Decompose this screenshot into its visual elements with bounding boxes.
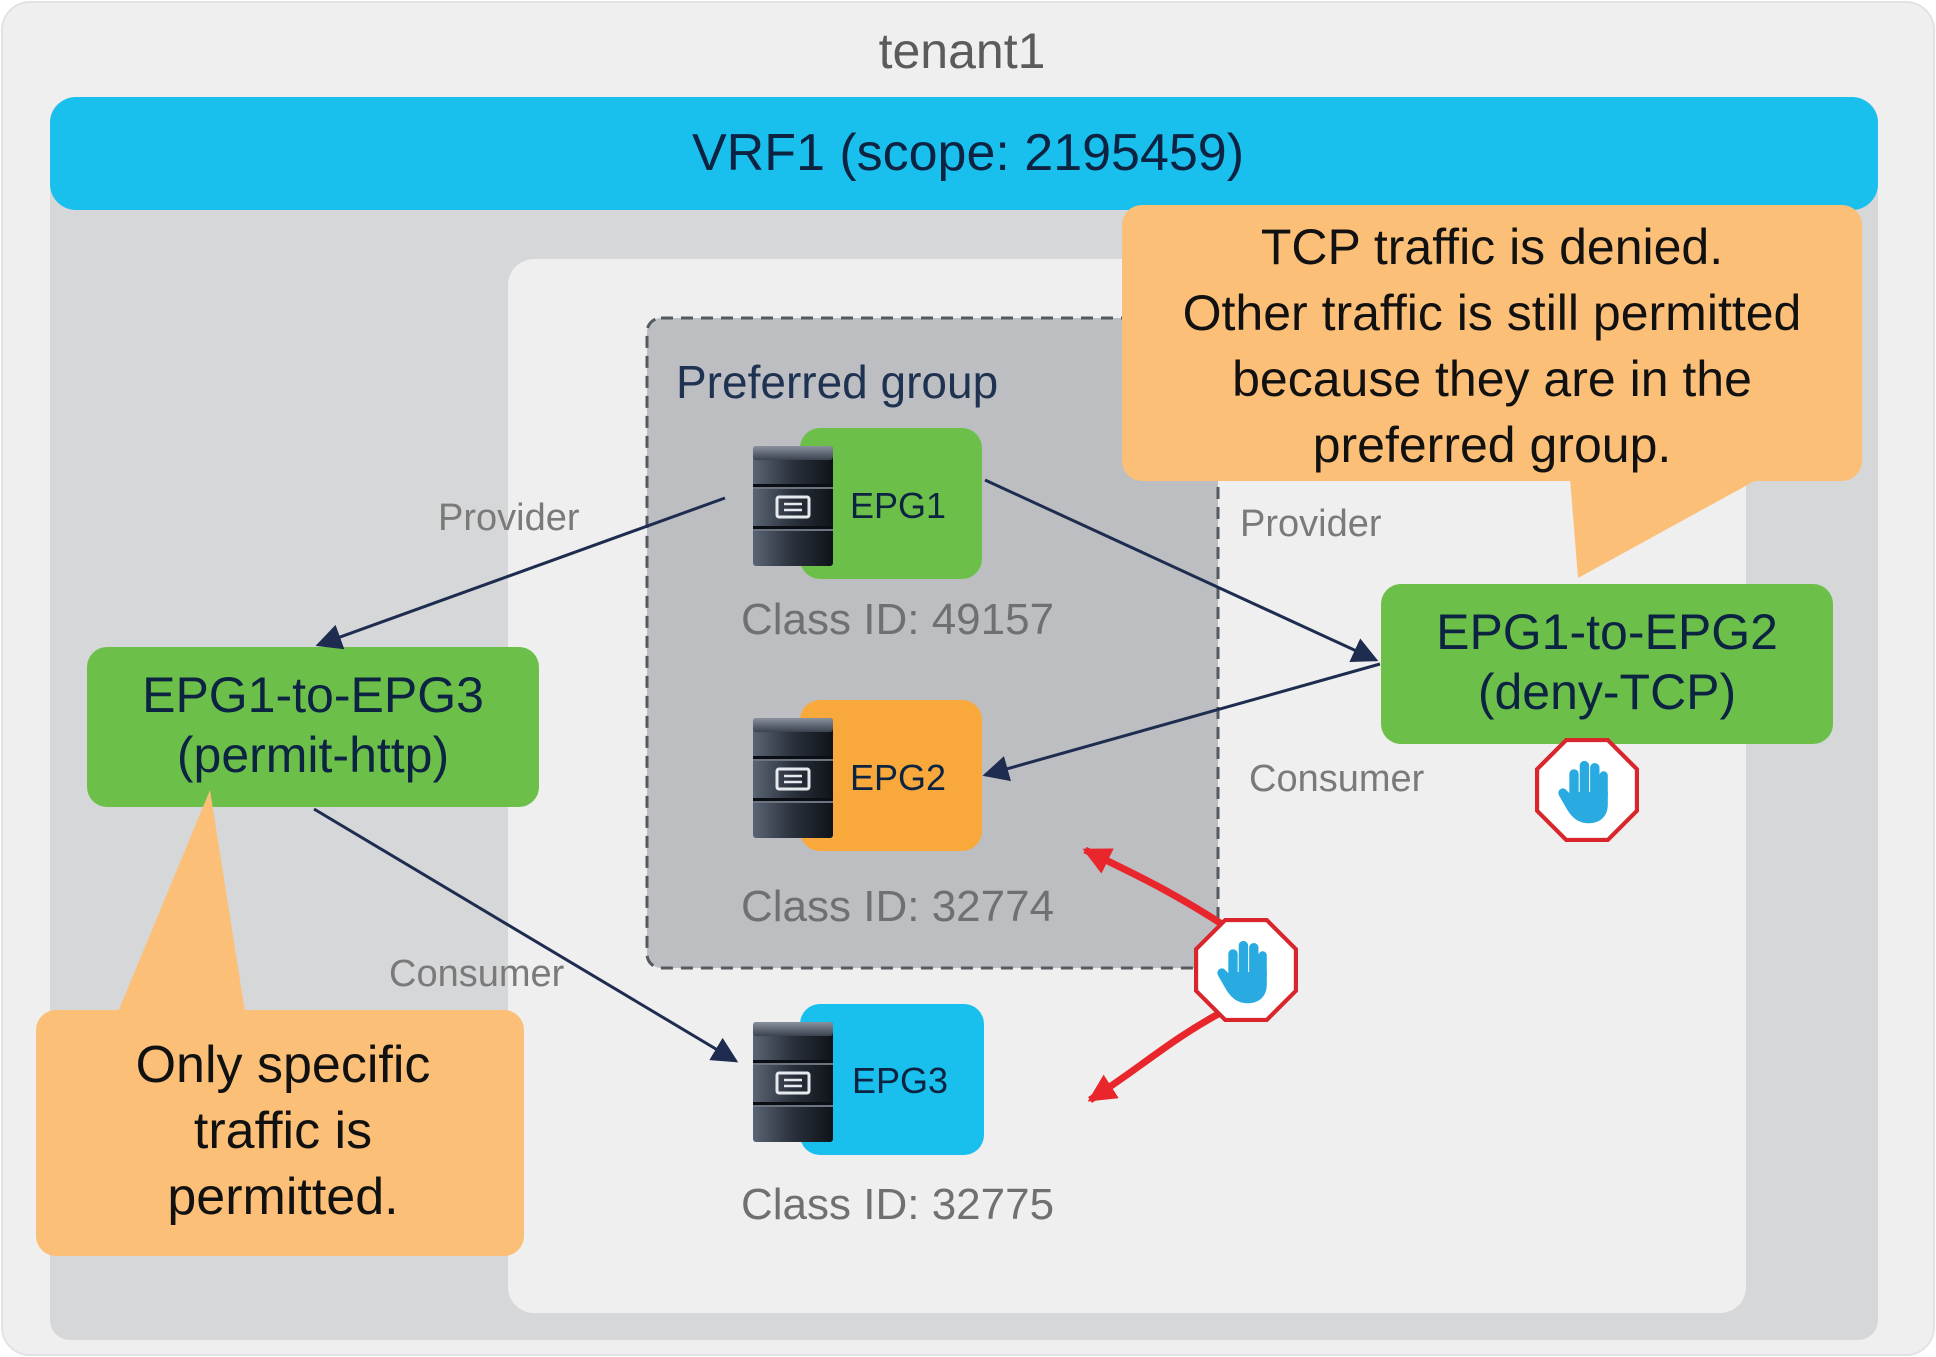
epg2-name: EPG2: [850, 757, 946, 798]
stop-hand-icon: [1196, 920, 1296, 1020]
deny-arrow-to-epg2: [1082, 846, 1230, 931]
vrf-bar: [50, 97, 1878, 210]
contract-epg1-to-epg3-filter: (permit-http): [177, 727, 449, 783]
server-icon: [753, 1022, 833, 1142]
callout-tcp-line1: TCP traffic is denied.: [1261, 219, 1723, 275]
epg1-class-id: Class ID: 49157: [741, 595, 1054, 644]
callout-tcp-line2: Other traffic is still permitted: [1183, 285, 1802, 341]
epg3[interactable]: EPG3 Class ID: 32775: [741, 1004, 1054, 1229]
epg3-name: EPG3: [852, 1060, 948, 1101]
server-icon: [753, 446, 833, 566]
epg1[interactable]: EPG1 Class ID: 49157: [741, 428, 1054, 644]
relation-arrows: [313, 478, 1381, 1063]
provider-arrow-right: [984, 478, 1379, 663]
consumer-label-right: Consumer: [1249, 758, 1425, 800]
callout-specific-line1: Only specific: [136, 1036, 431, 1094]
contract-epg1-to-epg3[interactable]: EPG1-to-EPG3 (permit-http): [87, 647, 539, 807]
consumer-arrow-right: [982, 662, 1381, 782]
callout-tcp-line3: because they are in the: [1232, 351, 1752, 407]
callout-specific-line2: traffic is: [194, 1102, 372, 1160]
contract-epg1-to-epg2-filter: (deny-TCP): [1478, 664, 1736, 720]
epg1-name: EPG1: [850, 485, 946, 526]
epg2[interactable]: EPG2 Class ID: 32774: [741, 700, 1054, 931]
tenant-title: tenant1: [879, 23, 1046, 79]
deny-arrow-to-epg3: [1087, 1008, 1224, 1103]
provider-label-left: Provider: [438, 497, 580, 539]
vrf-title: VRF1 (scope: 2195459): [692, 124, 1244, 182]
callout-tcp-denied: TCP traffic is denied. Other traffic is …: [1122, 205, 1862, 578]
contract-epg1-to-epg2-name: EPG1-to-EPG2: [1436, 604, 1778, 660]
preferred-group-title: Preferred group: [676, 356, 998, 408]
provider-arrow-left: [315, 496, 726, 650]
provider-label-right: Provider: [1240, 503, 1382, 545]
callout-specific-line3: permitted.: [167, 1168, 398, 1226]
consumer-label-left: Consumer: [389, 953, 565, 995]
deny-arrows: [1082, 846, 1230, 1103]
callout-specific-traffic: Only specific traffic is permitted.: [36, 790, 524, 1256]
callout-tcp-line4: preferred group.: [1313, 417, 1672, 473]
consumer-arrow-left: [313, 807, 739, 1063]
contract-epg1-to-epg3-name: EPG1-to-EPG3: [142, 667, 484, 723]
stop-hand-icon: [1537, 740, 1637, 840]
server-icon: [753, 718, 833, 838]
epg2-class-id: Class ID: 32774: [741, 882, 1054, 931]
epg3-class-id: Class ID: 32775: [741, 1180, 1054, 1229]
contract-epg1-to-epg2[interactable]: EPG1-to-EPG2 (deny-TCP): [1381, 584, 1833, 744]
